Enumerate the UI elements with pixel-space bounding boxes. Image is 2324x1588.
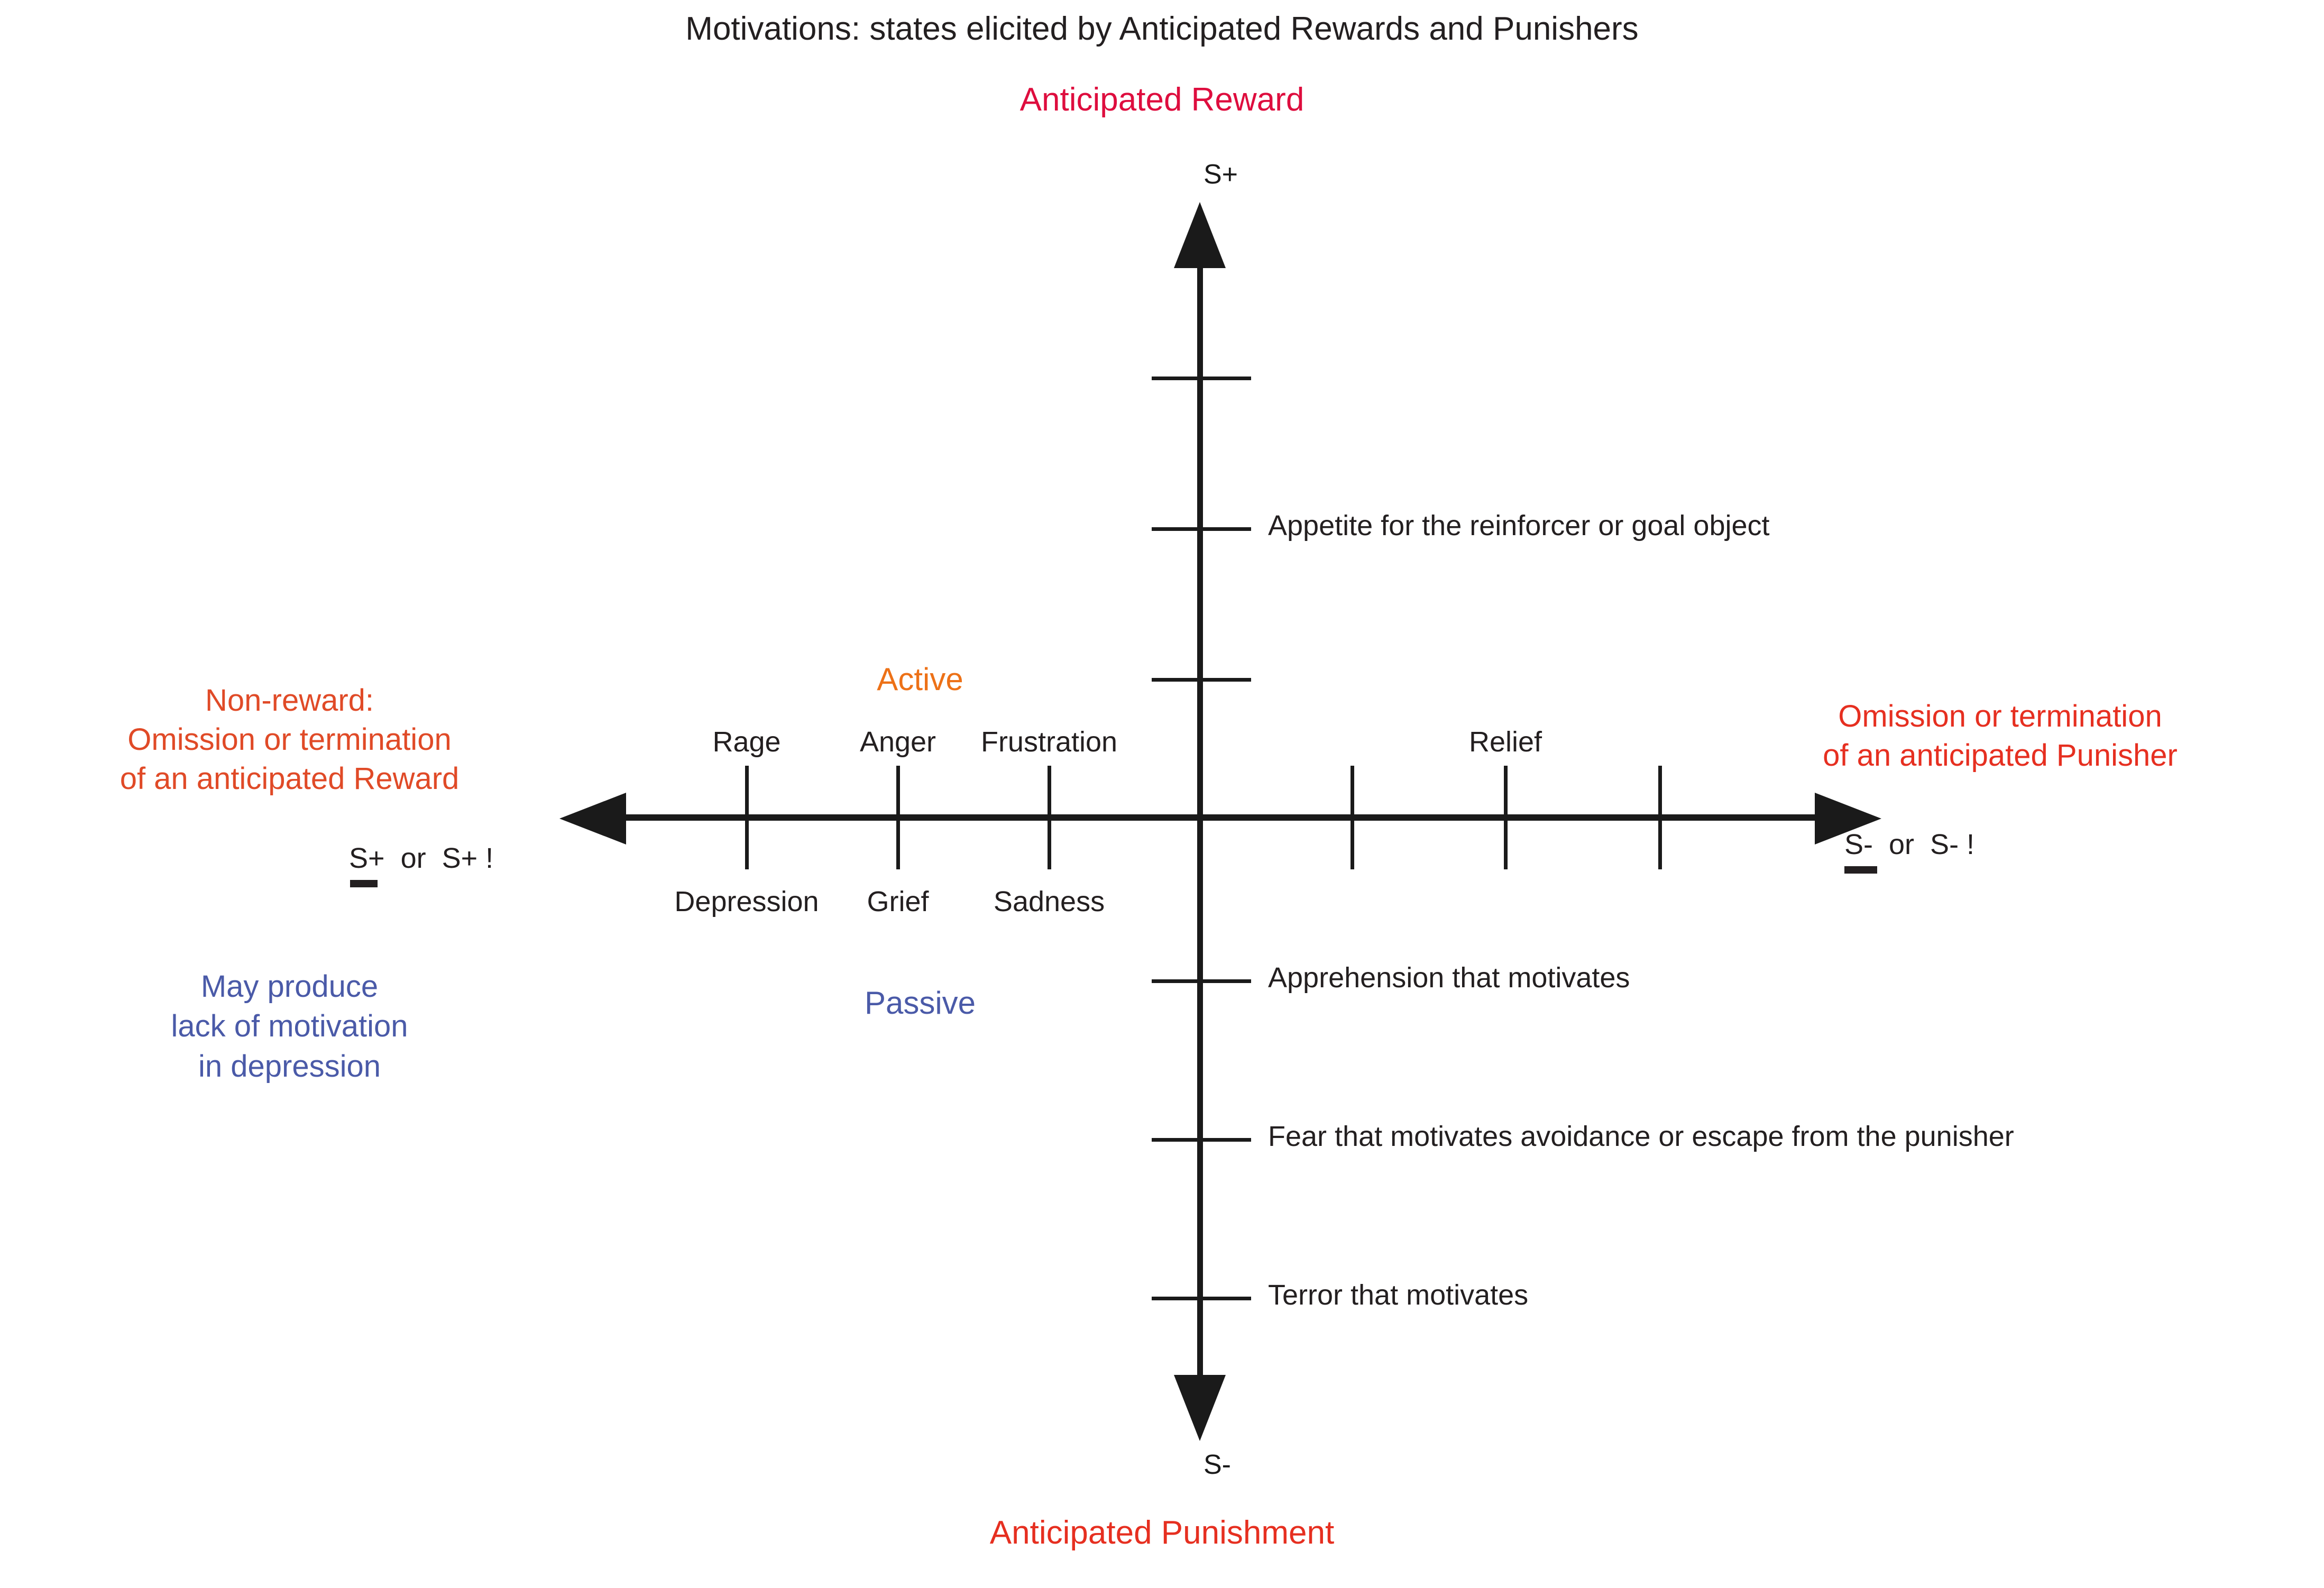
s-plus-overbarred: S+ (349, 842, 385, 887)
horizontal-axis-tick (1658, 766, 1662, 869)
vertical-axis-tick (1152, 1297, 1251, 1300)
non-reward-block: Non-reward: Omission or termination of a… (0, 681, 579, 799)
depression-note-line-3: in depression (198, 1049, 381, 1084)
horizontal-axis-line (625, 814, 1819, 821)
vertical-axis-tick (1152, 1138, 1251, 1142)
emotion-label-above-axis: Relief (1468, 726, 1542, 758)
horizontal-axis-tick (1048, 766, 1051, 869)
horizontal-axis-tick (745, 766, 749, 869)
horizontal-axis-tick (1504, 766, 1508, 869)
s-minus-notation: S- or S- ! (1844, 828, 1975, 874)
arrow-down-icon (1174, 1375, 1226, 1441)
vertical-axis-tick (1152, 979, 1251, 983)
horizontal-axis-tick (1351, 766, 1354, 869)
depression-note-block: May produce lack of motivation in depres… (0, 967, 579, 1086)
vertical-axis-annotation: Fear that motivates avoidance or escape … (1268, 1121, 2014, 1152)
emotion-label-above-axis: Frustration (980, 726, 1118, 758)
horizontal-axis-tick (896, 766, 900, 869)
s-plus-symbol-top: S+ (1204, 159, 1238, 190)
vertical-axis-tick (1152, 678, 1251, 682)
vertical-axis-annotation: Apprehension that motivates (1268, 962, 1630, 994)
omission-line-2: of an anticipated Punisher (1823, 738, 2178, 773)
arrow-left-icon (559, 793, 626, 845)
depression-note-line-2: lack of motivation (171, 1009, 408, 1044)
vertical-axis-annotation: Appetite for the reinforcer or goal obje… (1268, 510, 1770, 541)
s-plus-plain: S+ ! (442, 842, 494, 874)
arrow-right-icon (1815, 793, 1881, 845)
vertical-axis-tick (1152, 377, 1251, 380)
emotion-label-below-axis: Sadness (993, 886, 1105, 917)
emotion-label-below-axis: Grief (867, 886, 929, 917)
notation-conjunction-right: or (1889, 829, 1915, 860)
vertical-axis-annotation: Terror that motivates (1268, 1279, 1529, 1311)
emotion-label-below-axis: Depression (674, 886, 819, 917)
emotion-label-above-axis: Rage (712, 726, 781, 758)
anticipated-punishment-label: Anticipated Punishment (989, 1514, 1335, 1551)
passive-label: Passive (864, 985, 976, 1021)
non-reward-line-1: Non-reward: (205, 683, 374, 718)
non-reward-line-2: Omission or termination (127, 722, 452, 757)
s-minus-overbarred: S- (1844, 828, 1877, 874)
omission-line-1: Omission or termination (1838, 699, 2162, 733)
active-label: Active (877, 662, 963, 697)
s-minus-plain: S- ! (1930, 829, 1975, 860)
emotion-label-above-axis: Anger (859, 726, 936, 758)
arrow-up-icon (1174, 202, 1226, 268)
vertical-axis-tick (1152, 527, 1251, 531)
page-title: Motivations: states elicited by Anticipa… (685, 11, 1639, 47)
depression-note-line-1: May produce (200, 969, 379, 1004)
notation-conjunction-left: or (400, 842, 426, 874)
s-plus-notation: S+ or S+ ! (349, 842, 494, 887)
s-minus-symbol-bottom: S- (1204, 1449, 1231, 1480)
omission-punisher-block: Omission or termination of an anticipate… (1676, 697, 2324, 775)
non-reward-line-3: of an anticipated Reward (120, 761, 460, 796)
anticipated-reward-label: Anticipated Reward (1019, 81, 1305, 118)
